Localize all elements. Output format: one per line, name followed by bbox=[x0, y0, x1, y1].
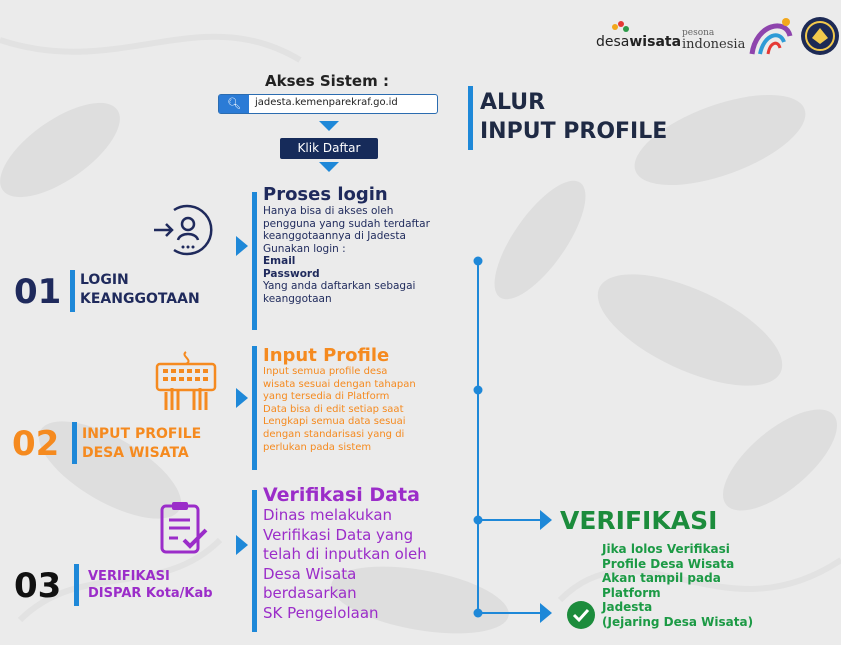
body-line: berdasarkan bbox=[263, 584, 357, 602]
body-line: Input semua profile desa bbox=[263, 366, 388, 377]
body-line: Hanya bisa di akses oleh bbox=[263, 205, 394, 217]
arrow-right-icon bbox=[236, 388, 248, 408]
url-text: jadesta.kemenparekraf.go.id bbox=[255, 97, 398, 108]
body-line: Lengkapi semua data sesuai bbox=[263, 416, 406, 428]
verification-title: VERIFIKASI bbox=[560, 506, 718, 535]
access-title: Akses Sistem : bbox=[265, 72, 389, 90]
arrow-right-icon bbox=[540, 510, 552, 530]
step-2-label: INPUT PROFILE DESA WISATA bbox=[82, 425, 201, 463]
flow-connector bbox=[473, 256, 540, 618]
body-line: dengan standarisasi yang di bbox=[263, 428, 405, 440]
step-3-label: VERIFIKASI DISPAR Kota/Kab bbox=[88, 568, 213, 602]
desa-wisata-emblem-icon bbox=[612, 21, 629, 32]
step-2-bar bbox=[72, 422, 77, 464]
step-2-content: Input Profile Input semua profile desa w… bbox=[263, 345, 416, 454]
title-line-1: ALUR bbox=[480, 90, 546, 115]
body-line: Dinas melakukan bbox=[263, 506, 393, 524]
body-line: SK Pengelolaan bbox=[263, 603, 379, 622]
arrow-right-icon bbox=[236, 535, 248, 555]
step-3-bar bbox=[74, 564, 79, 606]
body-line: Yang anda daftarkan sebagai bbox=[263, 280, 416, 292]
body-line: perlukan pada sistem bbox=[263, 441, 372, 453]
body-line: Password bbox=[263, 267, 320, 280]
url-bar[interactable]: 🔍︎ jadesta.kemenparekraf.go.id bbox=[218, 94, 438, 114]
body-line: Desa Wisata bbox=[263, 564, 357, 583]
step-1-label-line-1: LOGIN bbox=[80, 272, 129, 288]
step-1-number: 01 bbox=[14, 272, 62, 312]
search-icon: 🔍︎ bbox=[219, 95, 249, 113]
step-2-label-line-1: INPUT PROFILE bbox=[82, 426, 202, 442]
body-line: Platform bbox=[602, 585, 661, 600]
arrow-right-icon bbox=[236, 236, 248, 256]
body-line: Gunakan login : bbox=[263, 242, 346, 255]
step-1-title: Proses login bbox=[263, 184, 388, 205]
body-line: Verifikasi Data yang bbox=[263, 525, 414, 544]
step-1-bar bbox=[70, 270, 75, 312]
pesona-indonesia-logo: pesona indonesia bbox=[682, 26, 745, 51]
register-button[interactable]: Klik Daftar bbox=[280, 138, 378, 159]
arrow-down-icon bbox=[319, 162, 339, 172]
arrow-down-icon bbox=[319, 121, 339, 131]
step-2-body: Input semua profile desa wisata sesuai d… bbox=[263, 366, 416, 454]
keyboard-typing-icon bbox=[155, 351, 217, 410]
step-1-divider bbox=[252, 192, 257, 330]
partner-logos: desawisata pesona indonesia bbox=[596, 14, 841, 64]
step-2-title: Input Profile bbox=[263, 345, 390, 366]
clipboard-check-icon bbox=[160, 502, 208, 554]
connector-dot bbox=[473, 256, 483, 266]
body-line: Profile Desa Wisata bbox=[602, 556, 735, 571]
step-3-label-line-2: DISPAR Kota/Kab bbox=[88, 586, 213, 601]
desa-wisata-logo: desawisata bbox=[596, 21, 682, 50]
login-user-icon bbox=[154, 204, 213, 256]
connector-dot bbox=[473, 385, 483, 395]
step-1-label-line-2: KEANGGOTAAN bbox=[80, 291, 200, 307]
body-line: keanggotaannya di Jadesta bbox=[263, 230, 406, 242]
ministry-seal-icon bbox=[801, 17, 839, 55]
arrow-right-icon bbox=[540, 603, 552, 623]
desa-wisata-prefix: desa bbox=[596, 34, 630, 50]
step-1-label: LOGIN KEANGGOTAAN bbox=[80, 271, 200, 309]
body-line: keanggotaan bbox=[263, 292, 332, 305]
body-line: wisata sesuai dengan tahapan bbox=[263, 378, 416, 390]
body-line: (Jejaring Desa Wisata) bbox=[602, 614, 754, 629]
pesona-main: indonesia bbox=[682, 37, 746, 52]
body-line: Jika lolos Verifikasi bbox=[602, 542, 730, 556]
body-line: telah di inputkan oleh bbox=[263, 545, 427, 563]
desa-wisata-bold: wisata bbox=[629, 34, 682, 50]
step-2-number: 02 bbox=[12, 424, 60, 464]
step-3-divider bbox=[252, 490, 257, 632]
body-line: Data bisa di edit setiap saat bbox=[263, 403, 404, 415]
step-3-number: 03 bbox=[14, 566, 62, 606]
step-3-body: Dinas melakukan Verifikasi Data yang tel… bbox=[263, 506, 427, 623]
step-1-content: Proses login Hanya bisa di akses oleh pe… bbox=[263, 184, 430, 305]
body-line: Email bbox=[263, 255, 296, 267]
heading-accent-bar bbox=[468, 86, 473, 150]
pesona-swirl-icon bbox=[749, 18, 793, 55]
body-line: yang tersedia di Platform bbox=[263, 391, 390, 403]
check-circle-icon bbox=[567, 601, 595, 629]
page-title: ALUR INPUT PROFILE bbox=[480, 88, 667, 146]
body-line: Akan tampil pada bbox=[602, 571, 721, 585]
step-3-title: Verifikasi Data bbox=[263, 484, 420, 506]
title-line-2: INPUT PROFILE bbox=[480, 119, 668, 144]
step-2-divider bbox=[252, 346, 257, 470]
step-2-label-line-2: DESA WISATA bbox=[82, 445, 189, 461]
step-3-content: Verifikasi Data Dinas melakukan Verifika… bbox=[263, 484, 427, 623]
body-line: pengguna yang sudah terdaftar bbox=[263, 217, 430, 230]
body-line: Jadesta bbox=[602, 600, 653, 614]
step-1-body: Hanya bisa di akses oleh pengguna yang s… bbox=[263, 205, 430, 305]
verification-body: Jika lolos Verifikasi Profile Desa Wisat… bbox=[602, 542, 753, 629]
pesona-small: pesona bbox=[682, 28, 715, 38]
step-3-label-line-1: VERIFIKASI bbox=[88, 569, 170, 584]
